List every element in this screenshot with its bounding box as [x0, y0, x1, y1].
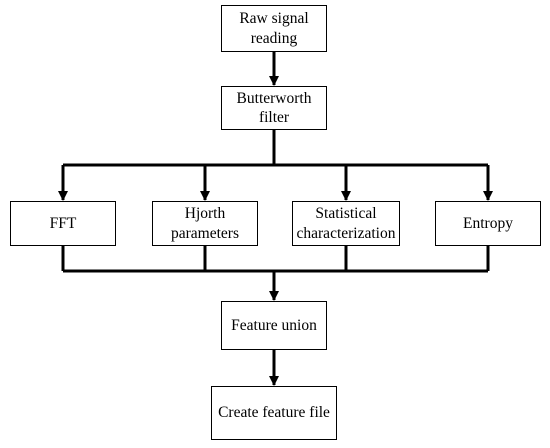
node-fft: FFT [10, 201, 116, 246]
node-hjorth-line1: Hjorth [184, 205, 226, 223]
node-create-feature-file: Create feature file [211, 386, 337, 440]
node-statistical-line2: characterization [296, 224, 396, 242]
node-entropy: Entropy [435, 201, 541, 246]
node-butterworth-filter: Butterworth filter [221, 86, 327, 130]
node-raw-signal-line1: Raw signal [239, 10, 309, 28]
node-hjorth-line2: parameters [171, 224, 239, 242]
node-entropy-label: Entropy [463, 214, 513, 232]
node-statistical-characterization: Statistical characterization [292, 201, 400, 246]
node-butterworth-line1: Butterworth [236, 89, 312, 107]
node-feature-union-label: Feature union [231, 316, 317, 334]
node-statistical-line1: Statistical [315, 205, 377, 223]
node-raw-signal-reading: Raw signal reading [221, 5, 327, 52]
node-butterworth-line2: filter [258, 109, 290, 126]
node-raw-signal-line2: reading [250, 29, 298, 47]
node-create-feature-file-label: Create feature file [218, 404, 330, 422]
node-hjorth-parameters: Hjorth parameters [152, 201, 258, 246]
node-fft-label: FFT [49, 214, 77, 232]
node-feature-union: Feature union [221, 301, 327, 350]
